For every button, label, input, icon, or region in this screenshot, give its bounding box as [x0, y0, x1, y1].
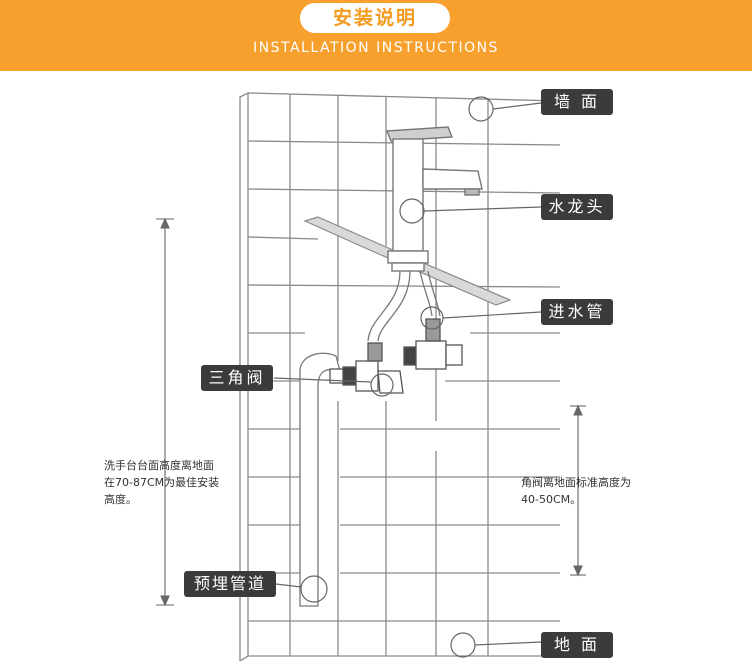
inlet-pipe-label: 进水管	[541, 299, 613, 325]
embedded-pipe-drawing	[299, 352, 341, 607]
basin-height-note-line: 在70-87CM为最佳安装	[104, 476, 220, 489]
embedded-pipe-label: 预埋管道	[184, 571, 276, 597]
page-title: 安装说明	[332, 7, 417, 29]
valve-height-note-line: 角阀离地面标准高度为	[521, 476, 631, 489]
valve-height-note-line: 40-50CM。	[521, 493, 582, 506]
basin-height-note-line: 洗手台台面高度离地面	[104, 459, 214, 472]
inlet-hose-drawing	[367, 270, 441, 342]
basin-height-note-line: 高度。	[104, 493, 137, 506]
title-pill	[300, 3, 450, 33]
pipe-callout-circle	[300, 575, 328, 603]
valve-height-note: 角阀离地面标准高度为 40-50CM。	[521, 474, 671, 508]
angle-valve-label: 三角阀	[201, 365, 273, 391]
faucet-label: 水龙头	[541, 194, 613, 220]
faucet-drawing	[385, 126, 483, 272]
floor-label: 地 面	[541, 632, 613, 658]
basin-height-note: 洗手台台面高度离地面 在70-87CM为最佳安装 高度。	[104, 457, 254, 508]
page-subtitle: INSTALLATION INSTRUCTIONS	[253, 40, 499, 56]
wall-callout-circle	[468, 96, 494, 122]
angle-valve-left	[329, 342, 404, 394]
wall-label: 墙 面	[541, 89, 613, 115]
valve-callout-circle	[370, 373, 394, 397]
floor-callout-circle	[450, 632, 476, 658]
installation-diagram	[156, 91, 586, 661]
angle-valve-right	[403, 318, 463, 370]
